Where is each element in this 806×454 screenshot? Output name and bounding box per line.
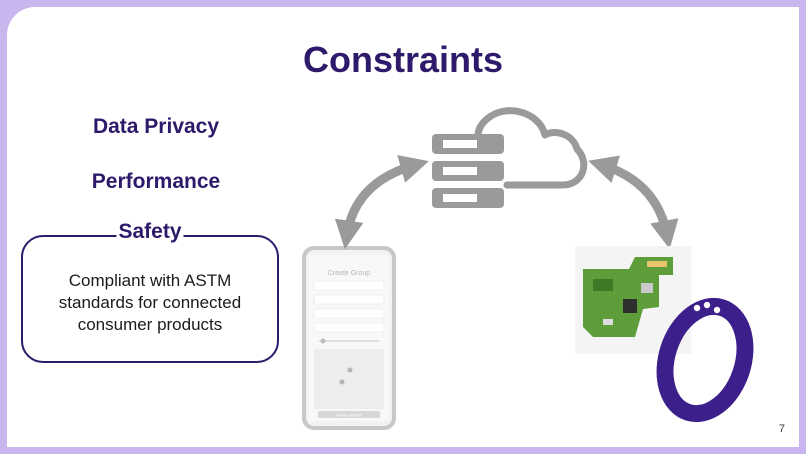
constraint-data-privacy: Data Privacy: [92, 115, 220, 138]
wristband-icon: [656, 297, 754, 423]
phone-mockup: Create Group SAVE GROUP: [302, 246, 396, 430]
phone-save-button: SAVE GROUP: [336, 413, 362, 418]
slide-title: Constraints: [302, 39, 504, 80]
constraint-performance: Performance: [91, 170, 221, 193]
server-icon: [432, 134, 504, 208]
safety-box: Safety Compliant with ASTM standards for…: [21, 220, 279, 363]
arrow-server-phone-icon: [334, 155, 429, 250]
cloud-icon: [474, 107, 588, 189]
phone-header-title: Create Group: [328, 270, 371, 277]
slide: Constraints Data Privacy Performance Saf…: [7, 7, 799, 447]
arrow-server-device-icon: [588, 155, 679, 250]
page-number: 7: [778, 423, 785, 435]
constraint-safety: Safety: [116, 220, 184, 244]
architecture-diagram: Create Group SAVE GROUP: [302, 107, 754, 430]
safety-description: Compliant with ASTM standards for connec…: [58, 271, 242, 334]
